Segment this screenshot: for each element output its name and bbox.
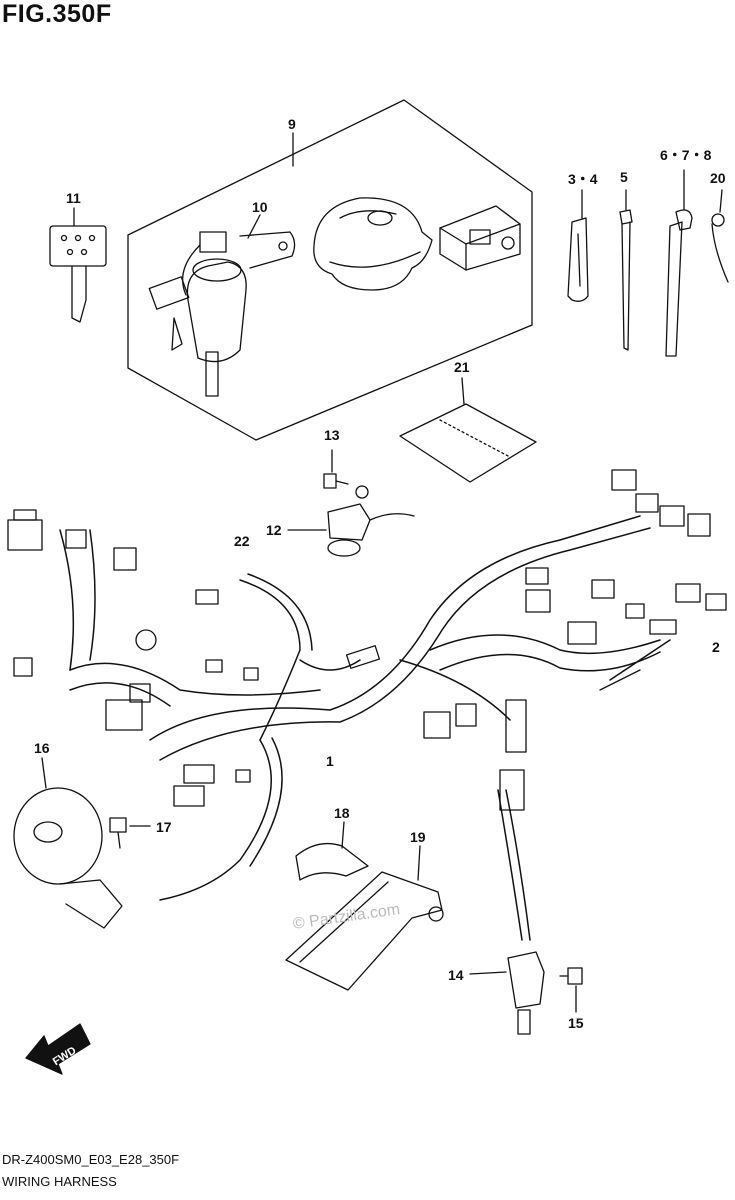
horn-bolt-part [109, 817, 151, 849]
forward-direction-arrow [25, 1023, 91, 1075]
main-harness [59, 515, 671, 941]
ignition-switch-part [148, 214, 296, 397]
callout-17: 17 [156, 819, 172, 835]
switch-part [469, 951, 545, 1035]
seat-lock-part [439, 205, 521, 271]
figure-code: DR-Z400SM0_E03_E28_350F [2, 1152, 180, 1167]
bolt-part [323, 449, 349, 489]
fuel-cap-part [313, 197, 433, 291]
harness-connectors [7, 469, 727, 811]
callout-15: 15 [568, 1015, 584, 1031]
ignition-kit-box [127, 99, 533, 441]
callout-9: 9 [288, 116, 296, 132]
callout-10: 10 [252, 199, 268, 215]
callout-13: 13 [324, 427, 340, 443]
callout-18: 18 [334, 805, 350, 821]
callout-21: 21 [454, 359, 470, 375]
callout-12: 12 [266, 522, 282, 538]
figure-name: WIRING HARNESS [2, 1174, 117, 1189]
label-sheet-part [399, 377, 537, 483]
callout-2: 2 [712, 639, 720, 655]
horn-part [13, 757, 123, 929]
bracket-part [285, 845, 444, 991]
callout-1: 1 [326, 753, 334, 769]
callout-6-8: 6・7・8 [660, 147, 712, 163]
callout-3-4: 3・4 [568, 171, 598, 187]
clip-part [711, 189, 729, 283]
clamp-part [567, 189, 589, 302]
clamp-band-part [665, 169, 693, 357]
sensor-part [287, 485, 415, 557]
callout-16: 16 [34, 740, 50, 756]
callout-22: 22 [234, 533, 250, 549]
cover-part [295, 821, 369, 881]
callout-5: 5 [620, 169, 628, 185]
key-part [49, 207, 107, 323]
callout-20: 20 [710, 170, 726, 186]
figure-title: FIG.350F [2, 0, 112, 28]
callout-14: 14 [448, 967, 464, 983]
cable-tie-part [619, 189, 633, 351]
switch-bolt-part [559, 967, 583, 1013]
callout-19: 19 [410, 829, 426, 845]
callout-11: 11 [66, 190, 81, 206]
